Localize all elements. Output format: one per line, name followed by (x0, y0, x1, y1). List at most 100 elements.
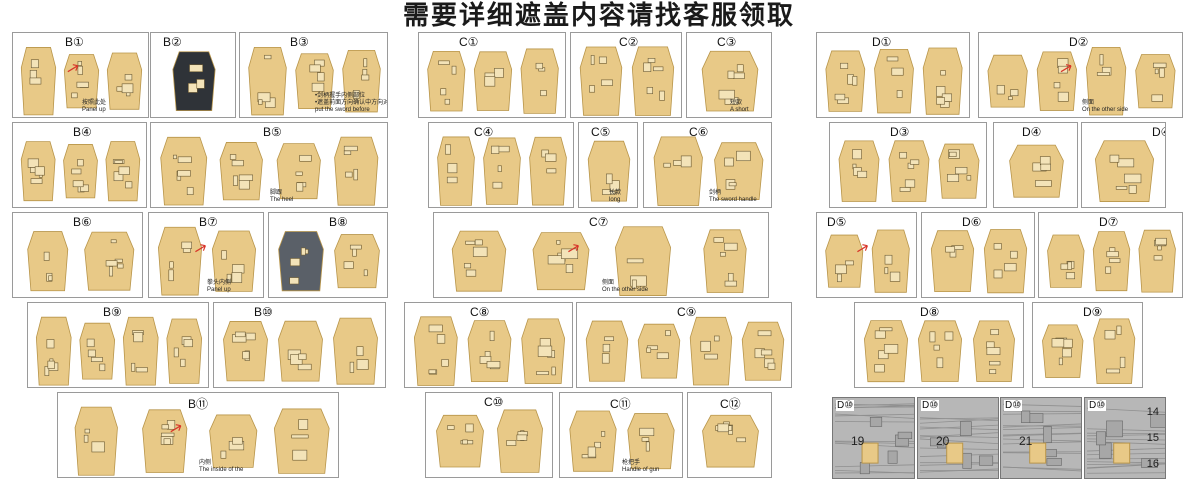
model-part (166, 318, 203, 384)
model-part (1138, 229, 1176, 293)
mask-tape (264, 54, 272, 60)
mask-tape (602, 343, 611, 353)
mask-tape (718, 89, 735, 100)
mask-tape (105, 260, 118, 267)
note-line: 长款 (609, 190, 622, 196)
panel-label: B⑦ (199, 215, 218, 229)
mask-tape (177, 170, 191, 177)
panel-label: C⑨ (677, 305, 697, 319)
panel-label: B③ (290, 35, 309, 49)
mask-tape (626, 258, 644, 264)
part-illustration (35, 316, 203, 386)
panel-label: D⑩ (836, 400, 855, 411)
mask-tape (472, 246, 488, 257)
mask-tape (989, 369, 997, 374)
mask-tape (47, 360, 55, 369)
mask-tape (601, 431, 606, 437)
model-part (702, 414, 759, 468)
mask-tape (1035, 180, 1052, 187)
mask-tape (77, 65, 83, 75)
mask-tape (289, 277, 300, 285)
mask-tape (311, 82, 325, 92)
mask-tape (1008, 96, 1013, 101)
part-illustration (427, 48, 559, 114)
panel-label: C④ (474, 125, 494, 139)
mask-tape (292, 449, 308, 461)
panel-label: C① (459, 35, 479, 49)
panel-label: B② (163, 35, 182, 49)
sprue-line (1086, 472, 1165, 474)
panel-d4b: D④ (1081, 122, 1166, 208)
panel-label: C⑦ (589, 215, 609, 229)
mask-tape (883, 344, 899, 354)
model-part (333, 317, 378, 385)
mask-tape (242, 351, 250, 360)
mask-tape (125, 181, 133, 189)
mask-tape (298, 353, 307, 360)
mask-tape (929, 331, 936, 343)
model-part (106, 52, 143, 110)
mask-tape (878, 350, 889, 360)
model-part (1086, 46, 1127, 116)
mask-tape (1109, 258, 1121, 263)
mask-tape (99, 363, 106, 372)
mask-tape (445, 144, 451, 155)
mask-tape (713, 237, 724, 243)
mask-tape (874, 364, 885, 373)
mask-tape (345, 171, 353, 178)
part-illustration (451, 226, 747, 296)
panel-c12: C⑫ (687, 392, 772, 478)
mask-tape (680, 155, 692, 168)
mask-tape (516, 434, 528, 441)
mask-tape (993, 243, 1002, 250)
mask-tape (491, 145, 500, 154)
panel-b2: B② (150, 32, 236, 118)
panel-label: C⑫ (720, 397, 741, 411)
mask-tape (188, 83, 198, 93)
mask-tape (1104, 329, 1116, 340)
mask-tape (363, 58, 368, 68)
note-line: Panel up (82, 107, 106, 113)
part-illustration (825, 229, 910, 293)
mask-tape (944, 331, 954, 341)
mask-tape (834, 93, 846, 101)
mask-tape (71, 92, 78, 99)
mask-tape (131, 362, 136, 372)
masked-part (861, 442, 879, 464)
part-illustration (437, 136, 567, 206)
note-line: On the other side (1082, 107, 1129, 113)
mask-tape (83, 434, 89, 443)
mask-tape (884, 254, 893, 265)
sprue-number: 15 (1146, 432, 1159, 444)
part-illustration (157, 226, 257, 296)
mask-tape (1116, 325, 1122, 335)
model-part (653, 136, 703, 206)
mask-tape (168, 269, 174, 282)
mask-tape (235, 331, 246, 338)
mask-tape (1124, 173, 1142, 184)
model-part (413, 316, 458, 386)
note-line: put the sword before (315, 107, 370, 113)
panel-label: C⑥ (689, 125, 709, 139)
panel-c1: C① (418, 32, 566, 118)
mask-tape (84, 428, 90, 434)
note-line: long (609, 197, 621, 203)
mask-tape (1105, 266, 1112, 274)
sprue-line (919, 417, 998, 420)
mask-tape (465, 240, 476, 245)
model-part (451, 230, 507, 292)
panel-label: B⑥ (73, 215, 92, 229)
panel-label: B⑤ (263, 125, 282, 139)
model-part (157, 226, 203, 296)
model-part (35, 316, 72, 386)
model-part (930, 230, 975, 293)
mask-tape (630, 275, 647, 287)
panel-b10: B⑩ (213, 302, 386, 388)
mask-tape (352, 248, 357, 257)
panel-label: C⑩ (484, 395, 504, 409)
mask-tape (196, 79, 205, 89)
